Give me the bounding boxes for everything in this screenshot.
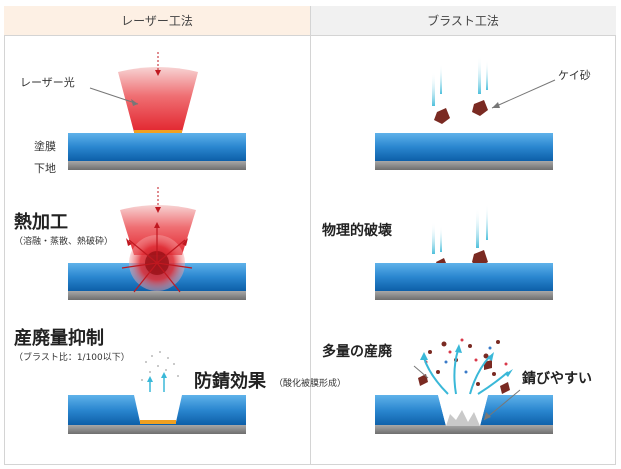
coating-layer-laser-3 xyxy=(68,395,246,434)
laser-beam-step1 xyxy=(118,52,198,133)
beam-pointer-line xyxy=(89,87,139,105)
coating-label: 塗膜 xyxy=(34,140,56,153)
blast-streaks-2 xyxy=(432,204,488,254)
waste-reduction-title: 産廃量抑制 xyxy=(14,328,104,349)
rust-prevention-title: 防錆効果 xyxy=(194,371,266,392)
waste-pointer-line xyxy=(413,365,429,379)
grit-particles-1 xyxy=(434,100,488,124)
coating-layer-blast-2 xyxy=(375,263,553,300)
thermal-processing-title: 熱加工 xyxy=(14,212,68,233)
heat-burst xyxy=(121,222,193,293)
physical-destruction-title: 物理的破壊 xyxy=(322,223,392,239)
waste-reduction-note: （ブラスト比：1/100以下） xyxy=(14,353,130,363)
rust-pointer-line xyxy=(483,389,521,421)
spray-arrowheads xyxy=(420,344,513,377)
coating-layer-blast-3 xyxy=(375,395,553,434)
blast-method-header: ブラスト工法 xyxy=(310,6,616,36)
rust-prevention-note: （酸化被膜形成） xyxy=(274,379,347,389)
laser-method-header: レーザー工法 xyxy=(4,6,310,36)
rust-prone-title: 錆びやすい xyxy=(522,371,592,387)
laser-beam-label: レーザー光 xyxy=(20,76,75,89)
scatter-debris xyxy=(418,338,510,394)
sparse-debris-dots xyxy=(141,351,179,381)
blast-streaks-1 xyxy=(432,56,488,106)
thermal-processing-note: （溶融・蒸散、熱破砕） xyxy=(14,237,114,247)
silica-sand-label: ケイ砂 xyxy=(558,69,591,82)
grit-pointer-line xyxy=(491,79,556,109)
heavy-waste-title: 多量の産廃 xyxy=(322,344,392,360)
substrate-label: 下地 xyxy=(34,162,56,175)
column-divider xyxy=(310,6,311,465)
coating-layer-laser-1 xyxy=(68,133,246,170)
coating-layer-blast-1 xyxy=(375,133,553,170)
small-rise-arrows xyxy=(147,372,167,392)
